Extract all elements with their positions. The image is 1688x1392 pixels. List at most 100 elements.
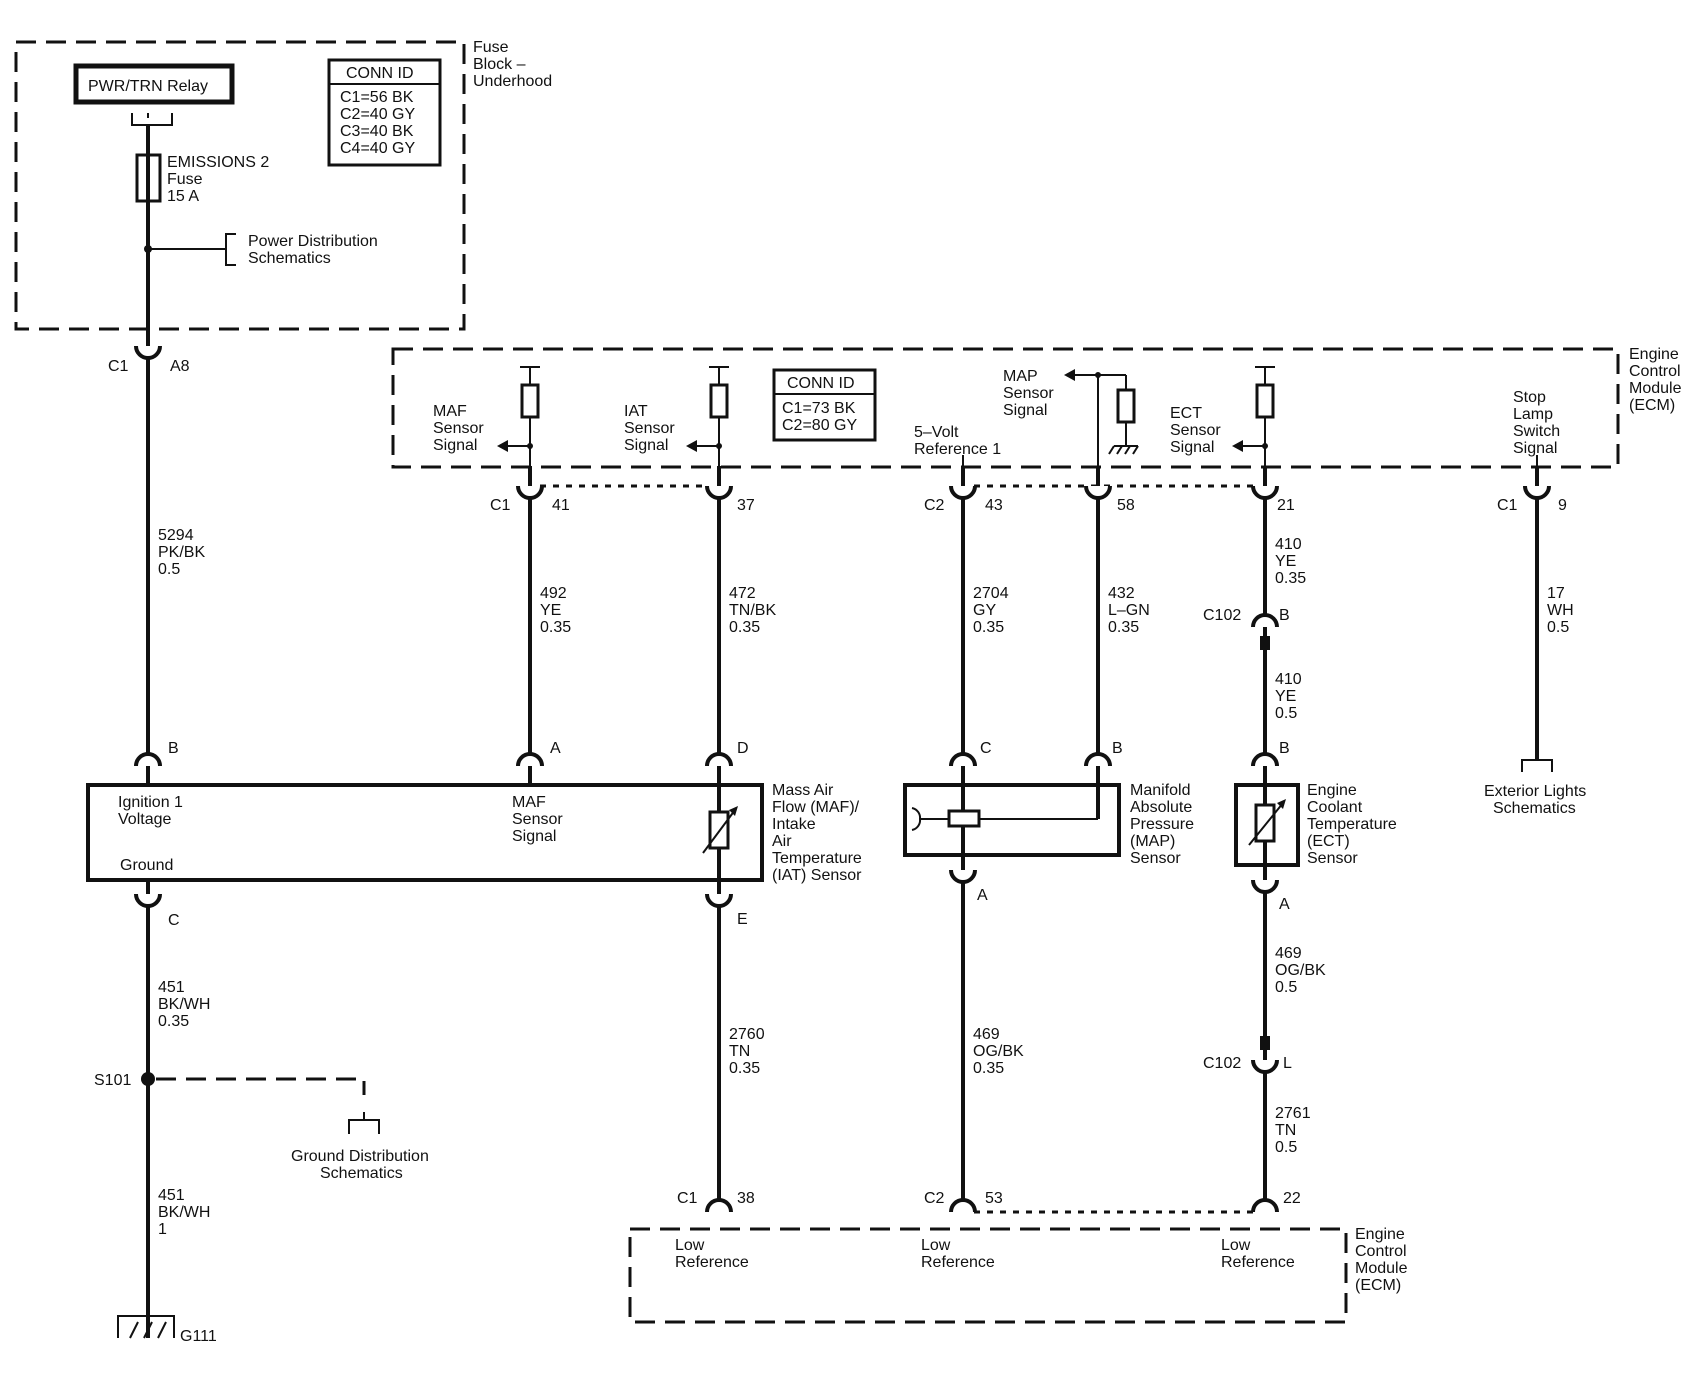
ect-name-5: Sensor [1307,850,1358,867]
ecm-top-label-4: (ECM) [1629,397,1675,414]
conn-id-title-fuse: CONN ID [346,65,414,82]
map-name-5: Sensor [1130,850,1181,867]
fuse-block-label-2: Block – [473,56,526,73]
label-37: 37 [737,497,755,514]
maf-ground: Ground [120,857,173,874]
label-c102-bottom-pin: L [1283,1055,1292,1072]
fuse-label-1: EMISSIONS 2 [167,154,269,171]
ect-signal-label-2: Sensor [1170,422,1221,439]
label-53: 53 [985,1190,1003,1207]
ect-name-3: Temperature [1307,816,1397,833]
wire-17-2: WH [1547,602,1574,619]
label-pin-b-maf: B [168,740,179,757]
maf-name-4: Air [772,833,792,850]
fuse-block-label-1: Fuse [473,39,509,56]
conn-id-box-fuse [327,58,442,167]
ecm-top: Engine Control Module (ECM) CONN ID C1=7… [391,346,1682,469]
wire-469a-3: 0.35 [973,1060,1004,1077]
connector-labels: C1 A8 C1 41 37 C2 43 58 21 C1 9 C102 B B… [108,358,1567,1207]
relay-label: PWR/TRN Relay [88,78,208,95]
wire-2761-1: 2761 [1275,1105,1311,1122]
maf-ign-1: Ignition 1 [118,794,183,811]
maf-name-5: Temperature [772,850,862,867]
label-a8: A8 [170,358,190,375]
wire-2760-1: 2760 [729,1026,765,1043]
wire-469b-1: 469 [1275,945,1302,962]
ect-sensor: Engine Coolant Temperature (ECT) Sensor [1234,773,1397,880]
label-c102-top-pin: B [1279,607,1290,624]
ecm-top-label-3: Module [1629,380,1682,397]
label-pin-d: D [737,740,749,757]
conn-id-c1: C1=56 BK [340,89,414,106]
wire-410a-3: 0.35 [1275,570,1306,587]
ecm-top-label-2: Control [1629,363,1681,380]
label-c1-maf: C1 [490,497,511,514]
low-ref-3a: Low [1221,1237,1251,1254]
relay-box [73,63,235,105]
fuse-block-label-3: Underhood [473,73,552,90]
wire-5294-2: PK/BK [158,544,205,561]
iat-signal-label-3: Signal [624,437,668,454]
power-ref-2: Schematics [248,250,331,267]
ecm-bottom-label-4: (ECM) [1355,1277,1401,1294]
ecm-bottom: Engine Control Module (ECM) Low Referenc… [628,1226,1408,1324]
low-ref-2a: Low [921,1237,951,1254]
maf-ign-2: Voltage [118,811,171,828]
exterior-ref-1: Exterior Lights [1484,783,1586,800]
conn-id-title-ecm: CONN ID [787,375,855,392]
wire-2704-3: 0.35 [973,619,1004,636]
label-c2-ref: C2 [924,497,945,514]
label-c102-top: C102 [1203,607,1241,624]
ground-ref-1: Ground Distribution [291,1148,429,1165]
stop-lamp-label-1: Stop [1513,389,1546,406]
wire-17-1: 17 [1547,585,1565,602]
low-ref-3b: Reference [1221,1254,1295,1271]
wire-2760-2: TN [729,1043,750,1060]
wire-410b-2: YE [1275,688,1296,705]
wire-469a-1: 469 [973,1026,1000,1043]
ground-label: G111 [180,1328,217,1345]
ect-signal-label-1: ECT [1170,405,1202,422]
wire-5294-1: 5294 [158,527,194,544]
wire-492-2: YE [540,602,561,619]
wire-492-1: 492 [540,585,567,602]
maf-name-1: Mass Air [772,782,834,799]
ecm-bottom-label-1: Engine [1355,1226,1405,1243]
wire-2760-3: 0.35 [729,1060,760,1077]
label-c2-bottom: C2 [924,1190,945,1207]
stop-lamp-label-3: Switch [1513,423,1560,440]
wire-472-2: TN/BK [729,602,776,619]
maf-iat-sensor: Ignition 1 Voltage Ground MAF Sensor Sig… [86,773,862,894]
map-name-1: Manifold [1130,782,1190,799]
low-ref-2b: Reference [921,1254,995,1271]
wire-2704-1: 2704 [973,585,1009,602]
conn-id-c3: C3=40 BK [340,123,414,140]
connector-symbols [134,345,1551,1213]
exterior-lights-ref: Exterior Lights Schematics [1484,759,1586,817]
wire-472-1: 472 [729,585,756,602]
wire-labels: 5294 PK/BK 0.5 492 YE 0.35 472 TN/BK 0.3… [158,527,1574,1238]
ect-signal-label-3: Signal [1170,439,1214,456]
ref-5v-label-1: 5–Volt [914,424,959,441]
label-pin-b-ect: B [1279,740,1290,757]
low-ref-1b: Reference [675,1254,749,1271]
stop-lamp-label-4: Signal [1513,440,1557,457]
conn-id-c2: C2=40 GY [340,106,415,123]
conn-id-ecm-c2: C2=80 GY [782,417,857,434]
conn-id-ecm-c1: C1=73 BK [782,400,856,417]
wire-451b-2: BK/WH [158,1204,210,1221]
wire-432-1: 432 [1108,585,1135,602]
map-signal-label-2: Sensor [1003,385,1054,402]
label-9: 9 [1558,497,1567,514]
maf-signal-label-1: MAF [433,403,467,420]
ect-name-2: Coolant [1307,799,1363,816]
label-pin-c-ground: C [168,912,180,929]
wire-2704-2: GY [973,602,996,619]
maf-name-6: (IAT) Sensor [772,867,862,884]
map-signal-label-3: Signal [1003,402,1047,419]
label-c1-bottom: C1 [677,1190,698,1207]
ecm-bottom-label-2: Control [1355,1243,1407,1260]
wire-410b-3: 0.5 [1275,705,1297,722]
label-58: 58 [1117,497,1135,514]
wire-2761-3: 0.5 [1275,1139,1297,1156]
